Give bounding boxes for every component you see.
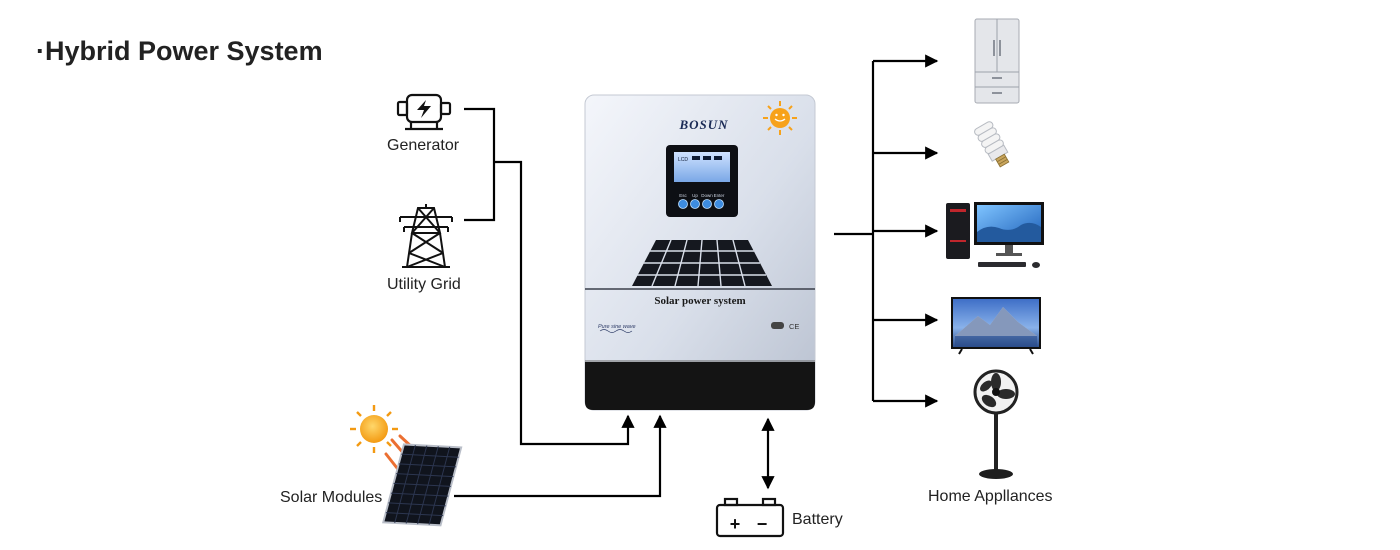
generator-label: Generator: [387, 137, 460, 154]
inverter-wave-text: Pure sine wave: [598, 324, 636, 330]
lcd-tag: LCD: [678, 157, 688, 163]
inverter-sun-icon: [763, 101, 797, 135]
utility-tower-icon: [399, 204, 453, 268]
home-appliances-label: Home Appllances: [928, 488, 1053, 505]
inverter-cert-text: CE: [789, 322, 799, 331]
button-label-down: Down: [701, 193, 713, 198]
generator-line: [464, 107, 496, 222]
battery-icon: + −: [715, 497, 785, 538]
inverter-panel-text: Solar power system: [654, 295, 745, 307]
tv-icon: [951, 297, 1041, 355]
generator-icon: [396, 93, 452, 131]
lcd-button-labels: Esc Up Down Enter: [679, 193, 725, 198]
inverter-brand: BOSUN: [678, 117, 728, 132]
inverter-solar-graphic: [632, 239, 772, 287]
solar-panel-icon: [382, 443, 463, 527]
battery-plus: +: [730, 514, 741, 534]
battery-minus: −: [757, 514, 768, 534]
utility-grid-label: Utility Grid: [387, 276, 461, 293]
lcd-buttons: [678, 199, 724, 209]
source-bus-line: [494, 160, 635, 446]
button-label-esc: Esc: [679, 193, 687, 198]
battery-label: Battery: [792, 511, 843, 528]
inverter-unit: BOSUN LCD Esc Up Down Enter: [584, 94, 816, 411]
computer-icon: [946, 202, 1044, 268]
solar-modules-label: Solar Modules: [280, 489, 383, 506]
button-label-enter: Enter: [714, 193, 725, 198]
fan-icon: [973, 369, 1019, 479]
button-label-up: Up: [692, 193, 698, 198]
fridge-icon: [974, 18, 1020, 104]
connection-lines: [454, 54, 939, 498]
page-title: ·Hybrid Power System: [36, 36, 323, 66]
solar-line: [454, 414, 667, 498]
sun-icon: [350, 405, 398, 453]
bulb-icon: [974, 121, 1010, 168]
